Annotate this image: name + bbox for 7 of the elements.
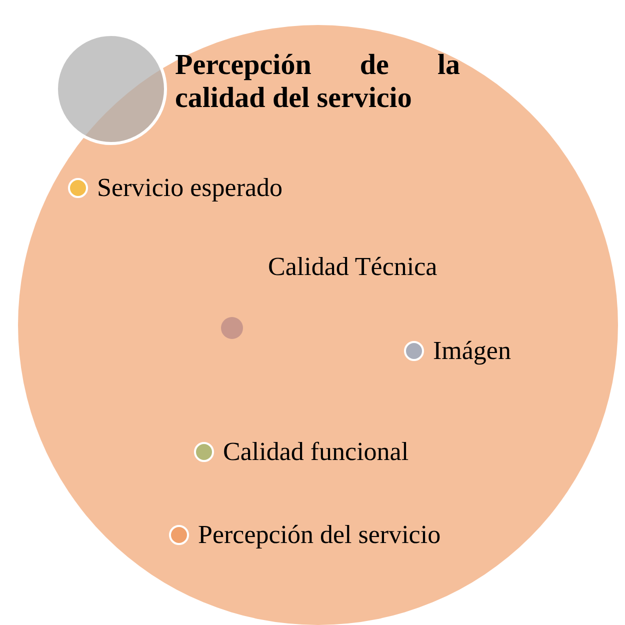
item-text: Imágen	[433, 336, 511, 366]
dot-marker	[221, 317, 243, 339]
item-text: Calidad funcional	[223, 437, 409, 467]
title-text: Percepción de la calidad del servicio	[175, 49, 460, 115]
item-text: Servicio esperado	[97, 173, 283, 203]
item-text: Percepción del servicio	[198, 520, 441, 550]
item-text: Calidad Técnica	[268, 252, 438, 282]
